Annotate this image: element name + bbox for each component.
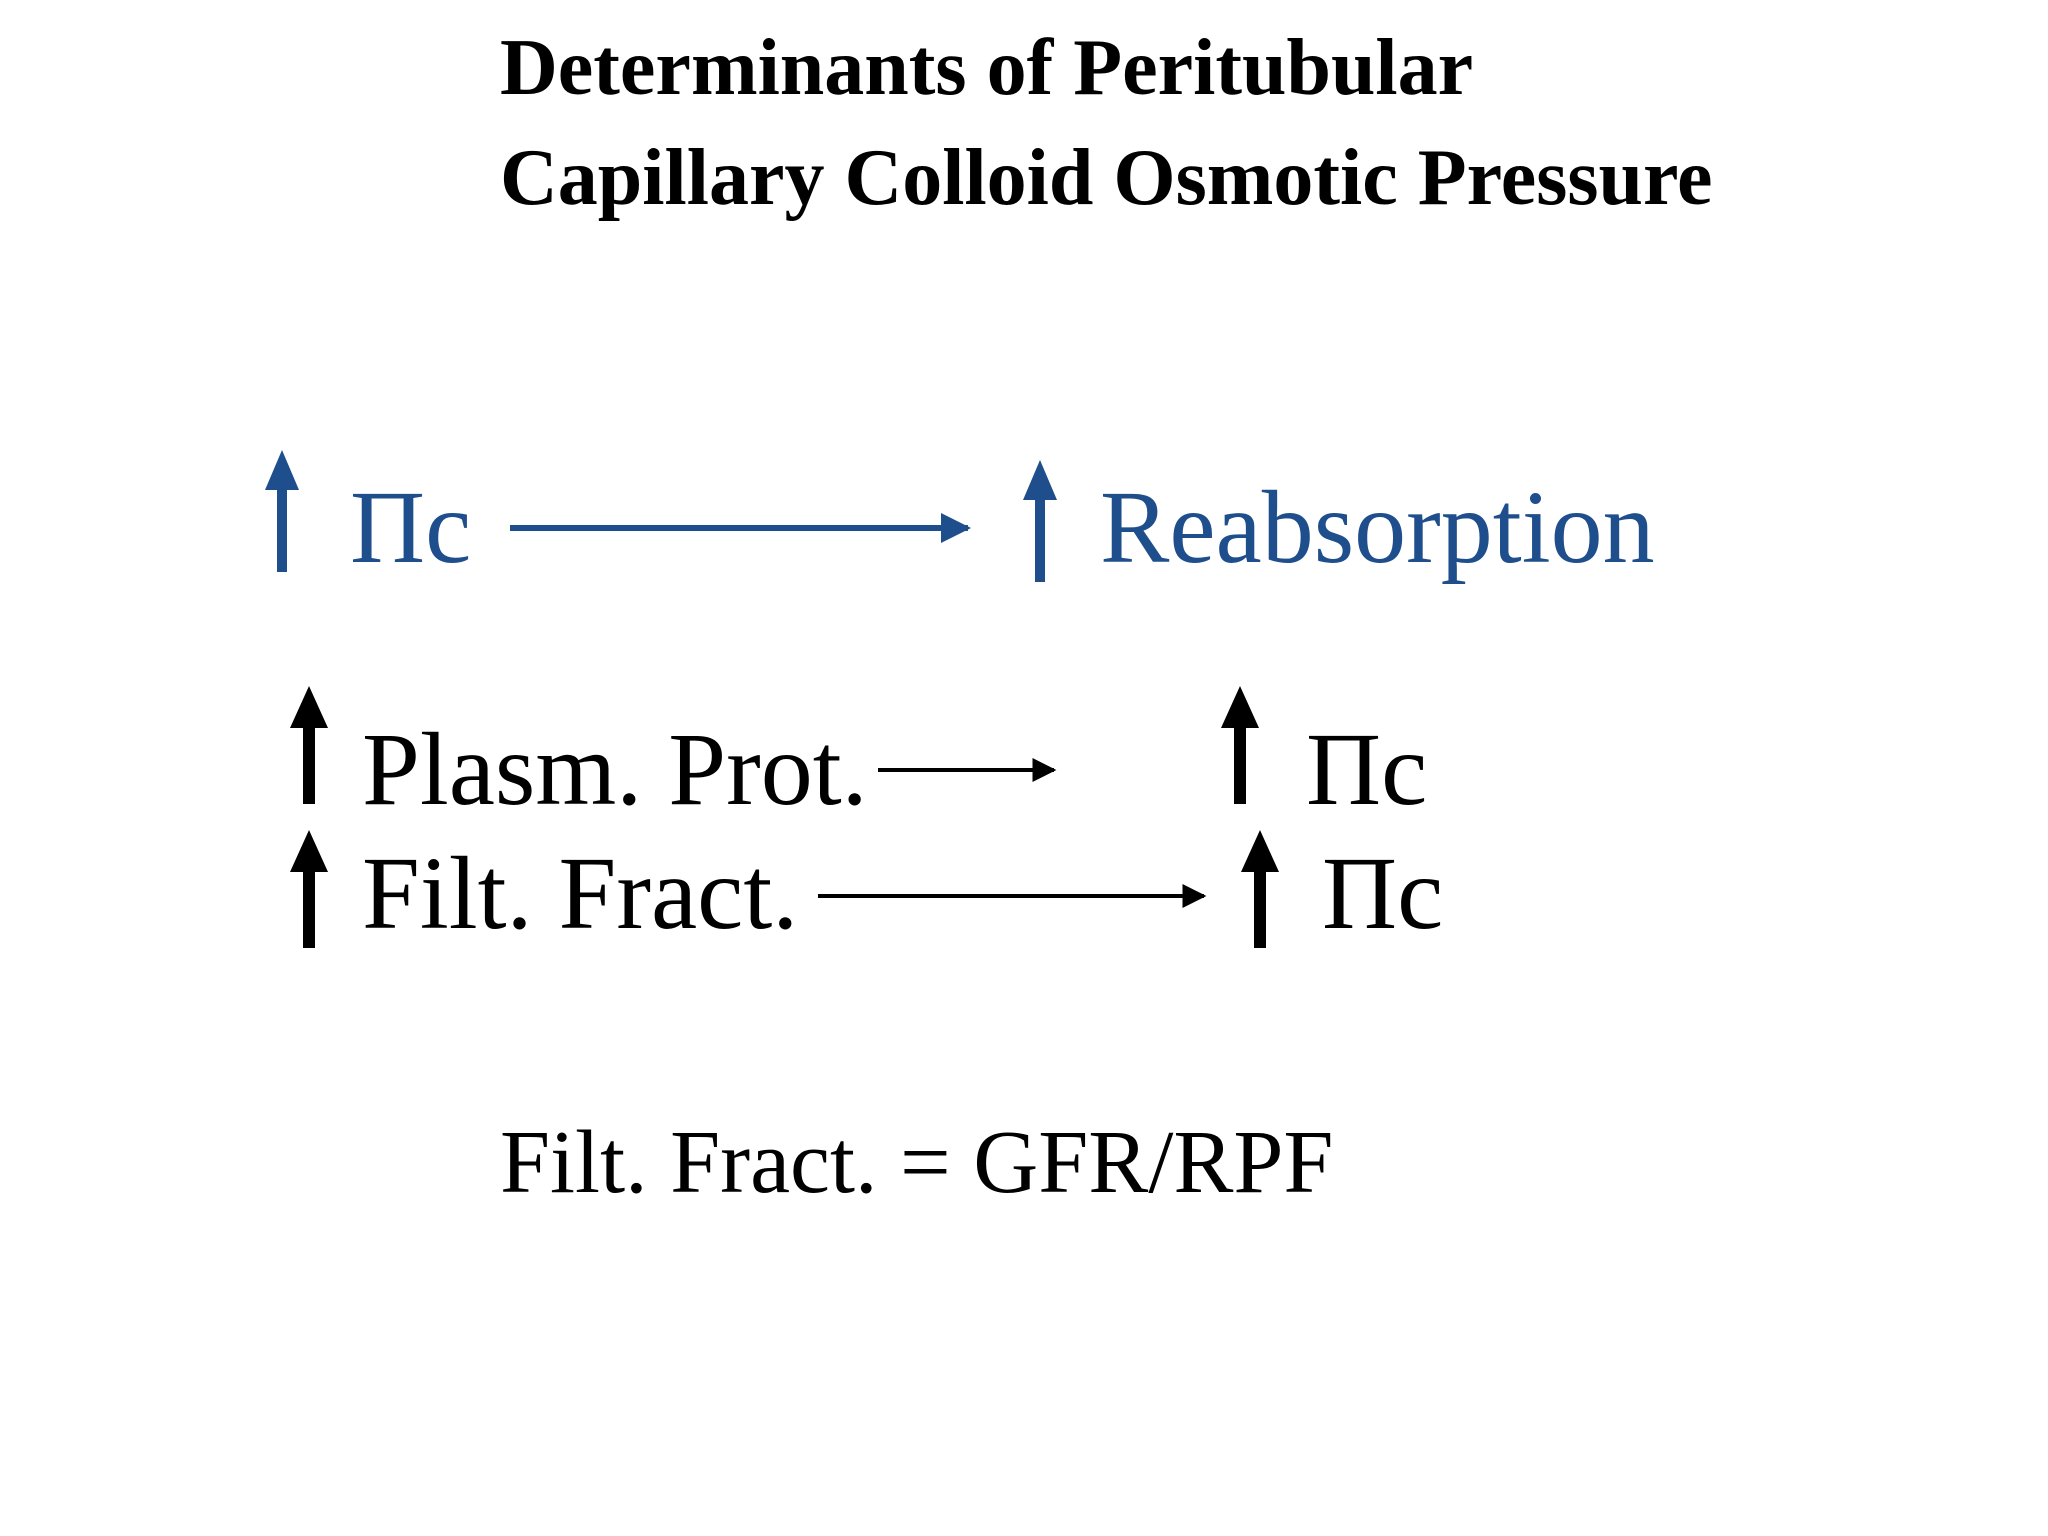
relation-3-cause-up-arrow-icon [290,830,328,948]
relation-1-cause-up-arrow-icon [265,450,299,572]
relation-2-effect: Πc [1306,712,1428,827]
relation-1-cause: Πc [350,470,472,585]
relation-2-effect-up-arrow-icon [1221,686,1259,804]
relation-3-cause: Filt. Fract. [362,836,799,951]
relation-3-effect-up-arrow-icon [1241,830,1279,948]
relation-1-effect-up-arrow-icon [1023,460,1057,582]
relation-1-effect: Reabsorption [1100,470,1655,585]
filtration-fraction-formula: Filt. Fract. = GFR/RPF [500,1113,1334,1212]
relation-2-cause-up-arrow-icon [290,686,328,804]
slide-title-line-2: Capillary Colloid Osmotic Pressure [500,134,1713,222]
relation-2-cause: Plasm. Prot. [362,712,868,827]
slide-title-line-1: Determinants of Peritubular [500,24,1474,112]
relation-3-effect: Πc [1322,836,1444,951]
